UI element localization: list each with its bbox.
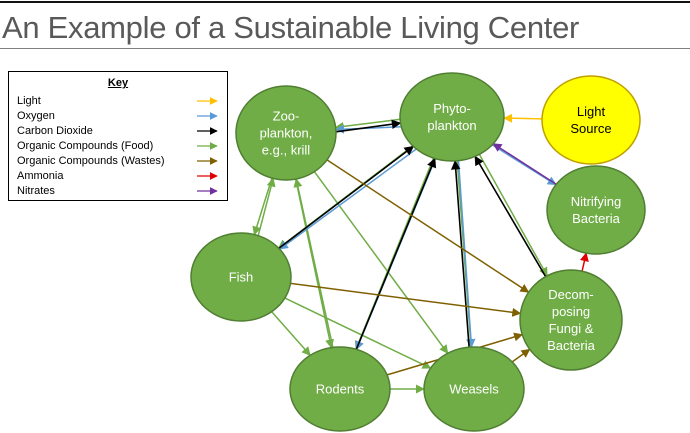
node-label: e.g., krill [262,143,311,158]
node-label: Light [577,104,606,119]
arrow-food-fish-to-weasels [284,297,432,369]
arrow-food-phytoplankton-to-zooplankton [334,118,401,131]
arrow-waste-zooplankton-to-decomposing [326,159,530,293]
legend-item-nitrates: Nitrates [17,185,55,197]
arrow-food-zooplankton-to-fish [252,177,273,236]
legend-item-food: Organic Compounds (Food) [17,140,154,152]
arrow-co2-zooplankton-to-phytoplankton [335,119,402,133]
node-label: Weasels [449,382,499,397]
node-fish: Fish [190,232,292,322]
node-label: Nitrifying [571,194,622,209]
node-label: posing [552,304,590,319]
legend-item-oxygen: Oxygen [17,110,55,122]
arrow-nitrate-nitrifying-to-phytoplankton [492,143,557,185]
node-label: Zoo- [273,109,300,124]
node-label: plankton [427,118,476,133]
arrow-ammonia-decomposing-to-nitrifying [580,252,589,272]
page-title: An Example of a Sustainable Living Cente… [2,10,580,45]
arrow-co2-decomposing-to-phytoplankton [474,155,547,278]
flow-arrows [252,113,589,394]
arrow-waste-weasels-to-decomposing [511,348,531,363]
top-rule [0,1,690,3]
legend-heading: Key [107,77,129,89]
arrow-oxygen-phytoplankton-to-fish [278,148,417,250]
node-label: Rodents [316,382,365,397]
node-label: plankton, [260,126,313,141]
organism-nodes: Zoo-plankton, e.g., krill Phyto-plankton Li… [190,72,646,432]
legend-swatches [197,97,218,195]
arrow-co2-weasels-to-phytoplankton [450,159,470,348]
title-rule [0,48,690,49]
arrow-co2-fish-to-phytoplankton [278,145,415,249]
arrow-co2-rodents-to-phytoplankton [355,157,437,350]
arrow-light-light_source-to-phytoplankton [503,113,543,123]
node-label: Phyto- [433,101,471,116]
node-phytoplankton: Phyto-plankton [399,72,505,162]
node-weasels: Weasels [423,346,525,432]
arrow-oxygen-phytoplankton-to-weasels [457,160,476,348]
node-label: Fish [229,270,254,285]
legend-item-ammonia: Ammonia [17,170,64,182]
arrow-food-rodents-to-zooplankton [293,178,334,348]
arrow-food-fish-to-rodents [271,311,311,356]
legend-key: Key Light Oxygen Carbon Dioxide Organic … [8,71,228,201]
node-rodents: Rodents [289,346,391,432]
arrow-food-phytoplankton-to-decomposing [478,154,548,277]
node-label: Decom- [548,287,594,302]
arrow-food-fish-to-zooplankton [257,177,276,236]
arrow-waste-fish-to-decomposing [290,282,522,317]
arrow-food-zooplankton-to-weasels [313,171,449,355]
legend-item-light: Light [17,95,41,107]
node-zooplankton: Zoo-plankton, e.g., krill [235,85,337,181]
node-label: Bacteria [547,338,595,353]
node-label: Fungi & [549,321,594,336]
node-label: Source [570,121,611,136]
legend-item-wastes: Organic Compounds (Wastes) [17,155,165,167]
node-label: Bacteria [572,211,620,226]
legend-item-carbon-dioxide: Carbon Dioxide [17,125,93,137]
